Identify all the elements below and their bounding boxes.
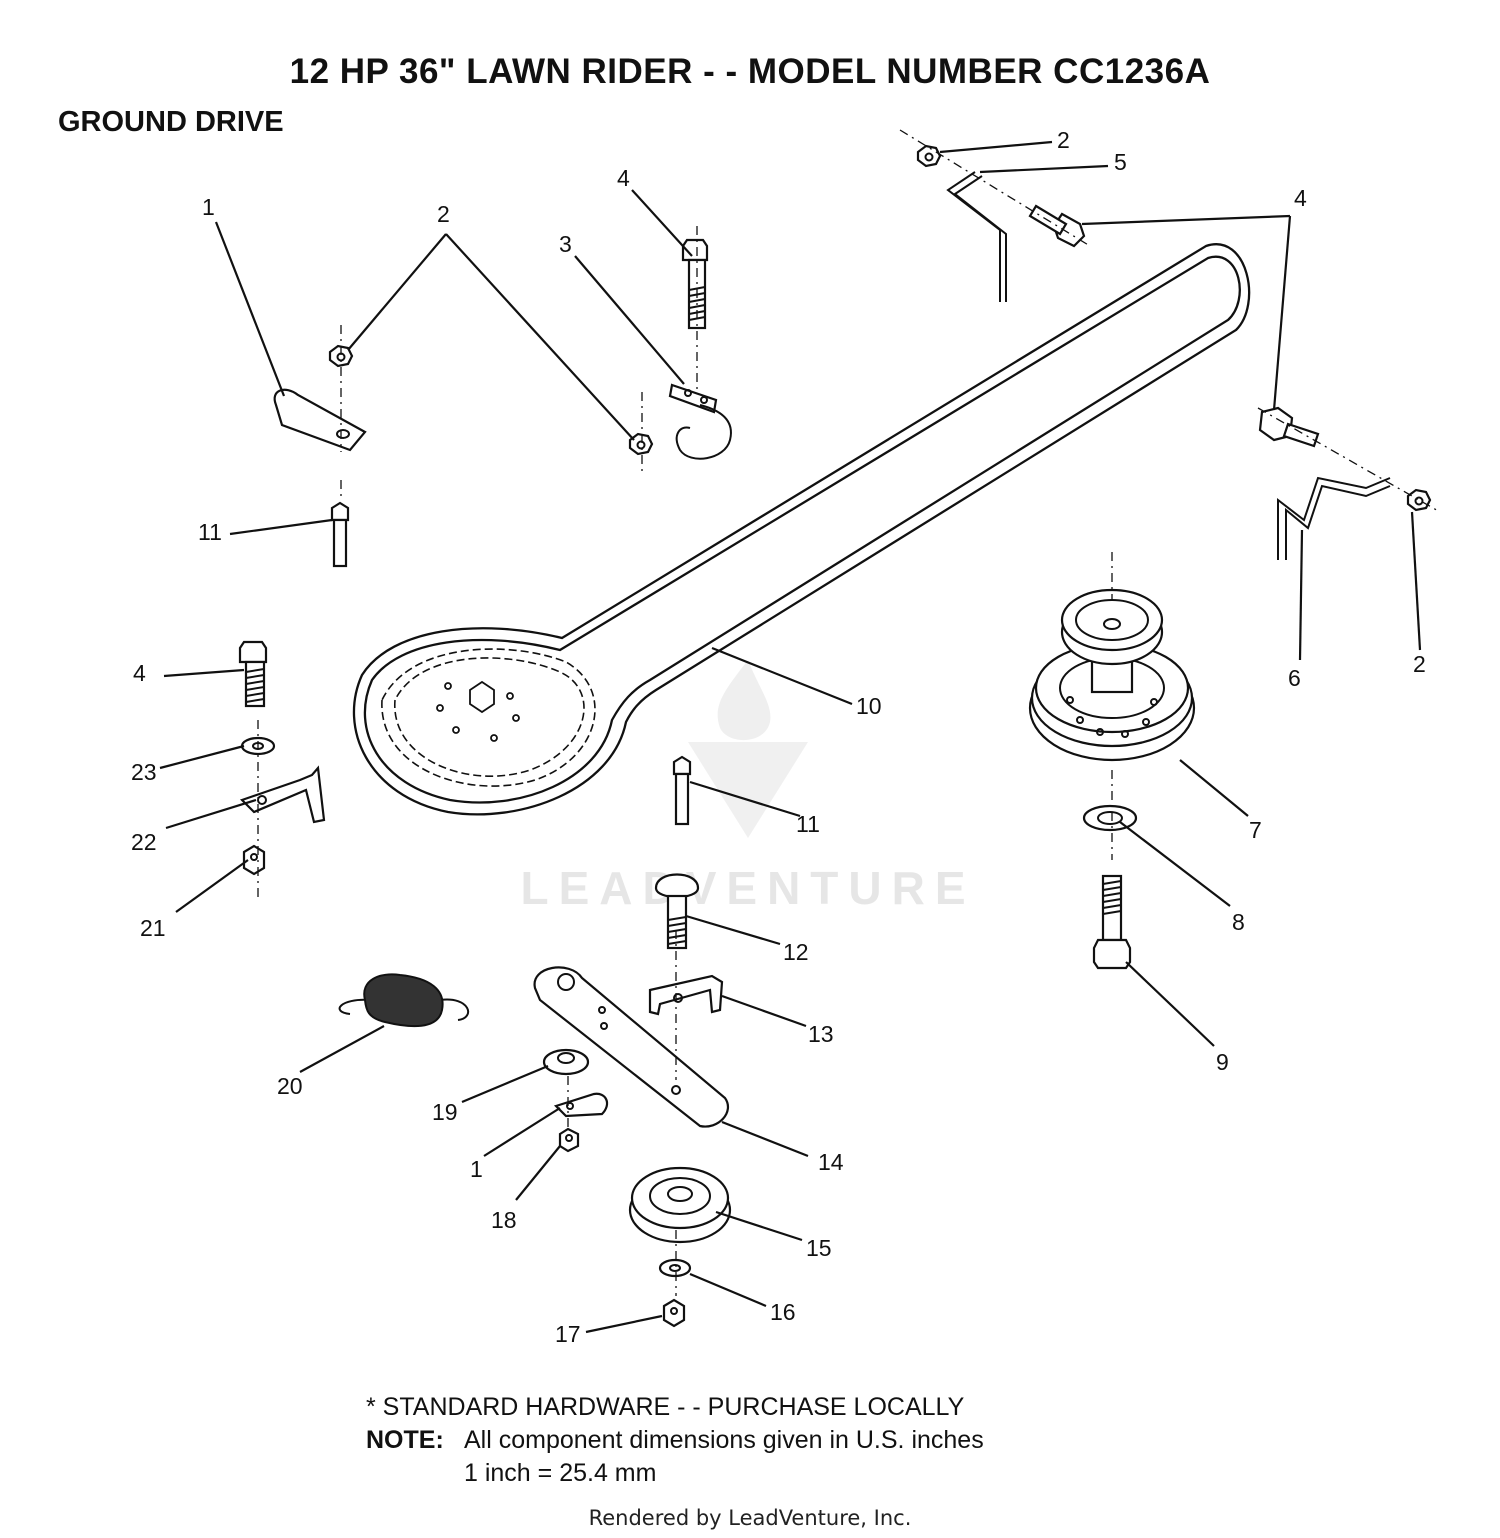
callout-13-bracket: 13: [808, 1021, 834, 1047]
notes-block: * STANDARD HARDWARE - - PURCHASE LOCALLY…: [366, 1391, 984, 1490]
stud-left: [330, 501, 350, 568]
stop-bracket: [239, 765, 326, 824]
callout-5-rod: 5: [1114, 149, 1127, 175]
pulley-bolt: [1092, 874, 1132, 970]
hex-nut-left: [242, 844, 266, 876]
rendered-by-footer: Rendered by LeadVenture, Inc.: [588, 1506, 912, 1530]
locknut-group: [328, 144, 1432, 512]
locknut-2: [628, 432, 654, 456]
idler-pulley: [628, 1166, 732, 1244]
lock-washer: [1082, 804, 1138, 832]
stud-center: [672, 755, 692, 826]
note-text: All component dimensions given in U.S. i…: [464, 1426, 984, 1454]
belt-guide-top-left: [273, 388, 367, 452]
spring-bracket: [648, 974, 724, 1016]
locknut-3: [916, 144, 942, 168]
callout-10-belt: 10: [856, 693, 882, 719]
assembly-axes: [257, 129, 1441, 1296]
dimension-note: NOTE: All component dimensions given in U…: [366, 1424, 984, 1457]
callout-labels: 1 2 4 3 2 5 4 11 4 2 6 10 23 22 21 11 7 …: [131, 127, 1426, 1347]
callout-9-bolt: 9: [1216, 1049, 1229, 1075]
callout-19-spacer: 19: [432, 1099, 458, 1125]
locknut-small: [558, 1127, 580, 1153]
callout-4-bolt: 4: [1294, 185, 1307, 211]
conversion-note: 1 inch = 25.4 mm: [464, 1459, 657, 1487]
callout-4-bolt: 4: [133, 660, 146, 686]
drive-pulley: [1028, 588, 1196, 762]
spacer-washer: [542, 1048, 590, 1076]
drive-belt: [352, 243, 1251, 816]
callout-23-washer: 23: [131, 759, 157, 785]
idler-arm: [533, 966, 729, 1128]
callout-11-stud: 11: [796, 811, 820, 837]
extension-spring: [338, 973, 469, 1028]
standard-hardware-note: * STANDARD HARDWARE - - PURCHASE LOCALLY: [366, 1393, 965, 1421]
callout-14-idler-arm: 14: [818, 1149, 844, 1175]
callout-18-locknut: 18: [491, 1207, 517, 1233]
watermark-text: LEADVENTURE: [520, 862, 975, 914]
callout-4-bolt: 4: [617, 165, 630, 191]
idler-rod-right: [1277, 476, 1391, 560]
callout-1-belt-guide: 1: [470, 1156, 483, 1182]
callout-17-locknut: 17: [555, 1321, 581, 1347]
bolt-left: [238, 640, 268, 708]
callout-11-stud: 11: [198, 519, 222, 545]
diagram-title: 12 HP 36" LAWN RIDER - - MODEL NUMBER CC…: [289, 52, 1211, 91]
bolt-right: [1258, 406, 1320, 448]
section-title: GROUND DRIVE: [58, 106, 284, 138]
callout-2-locknut: 2: [1057, 127, 1070, 153]
callout-21-nut: 21: [140, 915, 166, 941]
bolt-top: [681, 238, 709, 330]
note-label: NOTE:: [366, 1426, 444, 1454]
callout-15-idler-pulley: 15: [806, 1235, 832, 1261]
belt-guide-small: [553, 1092, 609, 1118]
callout-3-bracket: 3: [559, 231, 572, 257]
callout-12-carriage-bolt: 12: [783, 939, 809, 965]
callout-8-washer: 8: [1232, 909, 1245, 935]
flat-washer-bottom: [658, 1258, 692, 1278]
callout-7-pulley: 7: [1249, 817, 1262, 843]
leader-lines: [159, 140, 1422, 1334]
callout-2-locknut: 2: [1413, 651, 1426, 677]
idler-rod-top: [946, 171, 1007, 302]
callout-2-locknut: 2: [437, 201, 450, 227]
watermark: LEADVENTURE: [520, 660, 975, 914]
callout-22-bracket: 22: [131, 829, 157, 855]
callout-20-spring: 20: [277, 1073, 303, 1099]
locknut-bottom: [662, 1298, 686, 1328]
callout-1-belt-guide: 1: [202, 194, 215, 220]
callout-6-rod: 6: [1288, 665, 1301, 691]
bolt-top-right: [1028, 204, 1086, 248]
callout-16-washer: 16: [770, 1299, 796, 1325]
locknut-4: [1406, 488, 1432, 512]
carriage-bolt: [654, 873, 700, 950]
belt-bracket: [668, 383, 732, 460]
